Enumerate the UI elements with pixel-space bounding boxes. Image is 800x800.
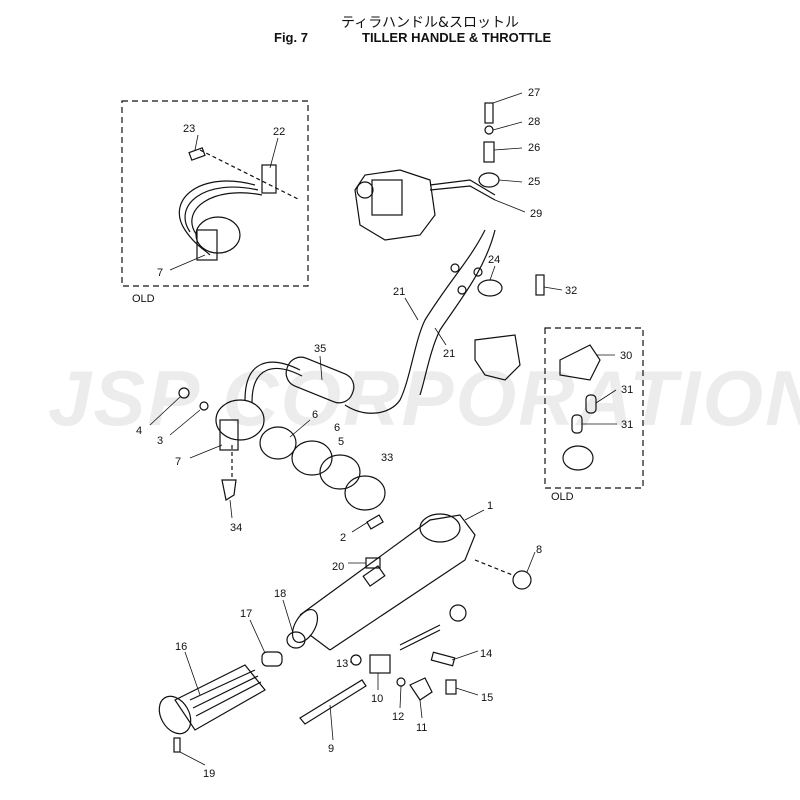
callout-31: 31 [621, 419, 633, 431]
callout-17: 17 [240, 608, 252, 620]
throttle-grip-16 [158, 664, 266, 735]
callout-9: 9 [328, 743, 334, 755]
grip-35 [285, 356, 355, 404]
screw-19 [173, 737, 181, 753]
knob-8 [512, 570, 532, 590]
callout-16: 16 [175, 641, 187, 653]
old-box-left [121, 100, 309, 287]
shaft [399, 624, 441, 651]
callout-28: 28 [528, 116, 540, 128]
collar-26 [483, 141, 495, 163]
ring-6a [259, 426, 297, 460]
figure-number: Fig. 7 [274, 30, 308, 45]
callout-19: 19 [203, 768, 215, 780]
plate-14 [430, 651, 456, 667]
nut-4 [178, 387, 190, 399]
callout-26: 26 [528, 142, 540, 154]
callout-23: 23 [183, 123, 195, 135]
callout-12: 12 [392, 711, 404, 723]
tiller-handle [291, 513, 476, 651]
block-10 [369, 654, 391, 674]
throttle-cable-2 [419, 229, 496, 396]
screw-15 [445, 679, 457, 695]
nut-18 [286, 631, 306, 649]
bolt-32 [535, 274, 545, 296]
title-japanese: ティラハンドル&スロットル [341, 15, 519, 31]
callout-24: 24 [488, 254, 500, 266]
old-box-right [544, 327, 644, 489]
collar-17 [261, 651, 283, 667]
callout-5: 5 [338, 436, 344, 448]
callout-8: 8 [536, 544, 542, 556]
washer-12 [396, 677, 406, 687]
callout-27: 27 [528, 87, 540, 99]
callout-2: 2 [340, 532, 346, 544]
cable-35 [244, 361, 301, 401]
callout-34: 34 [230, 522, 242, 534]
ring-33 [344, 475, 386, 511]
callout-15: 15 [481, 692, 493, 704]
rod-9 [299, 679, 367, 725]
old-bracket-30 [559, 344, 601, 381]
carburetor [354, 169, 496, 241]
knob-11 [409, 677, 433, 701]
callout-29: 29 [530, 208, 542, 220]
throttle-lever-24 [477, 279, 503, 297]
callout-3: 3 [157, 435, 163, 447]
callout-7: 7 [157, 267, 163, 279]
callout-4: 4 [136, 425, 142, 437]
callout-20: 20 [332, 561, 344, 573]
cap-34 [221, 479, 237, 501]
figure-name: TILLER HANDLE & THROTTLE [362, 30, 552, 45]
callout-18: 18 [274, 588, 286, 600]
callout-35: 35 [314, 343, 326, 355]
callout-25: 25 [528, 176, 540, 188]
callout-32: 32 [565, 285, 577, 297]
callout-21: 21 [393, 286, 405, 298]
callout-14: 14 [480, 648, 492, 660]
bolt-27 [484, 102, 494, 124]
leader-lines [149, 92, 617, 766]
ring-6b [291, 440, 333, 476]
old-label-left: OLD [132, 293, 155, 305]
callout-30: 30 [620, 350, 632, 362]
callout-7: 7 [175, 456, 181, 468]
ring-5 [319, 454, 361, 490]
figure-title: Fig. 7 TILLER HANDLE & THROTTLE [274, 30, 551, 45]
callout-11: 11 [416, 722, 427, 734]
washer-3 [199, 401, 209, 411]
callout-10: 10 [371, 693, 383, 705]
callout-6: 6 [334, 422, 340, 434]
callout-31: 31 [621, 384, 633, 396]
throttle-cable [344, 229, 486, 414]
throttle-bracket [474, 334, 521, 381]
washer-28 [484, 125, 494, 135]
disc-7 [215, 399, 265, 441]
callout-21: 21 [443, 348, 455, 360]
callout-22: 22 [273, 126, 285, 138]
callout-13: 13 [336, 658, 348, 670]
watermark-logo: JSP CORPORATION [48, 354, 800, 442]
pin-2 [366, 514, 384, 530]
callout-33: 33 [381, 452, 393, 464]
bushing-25 [478, 172, 500, 188]
nut-13 [350, 654, 362, 666]
old-label-right: OLD [551, 491, 574, 503]
callout-1: 1 [487, 500, 493, 512]
old-throttle-cable [178, 147, 301, 261]
callout-6: 6 [312, 409, 318, 421]
